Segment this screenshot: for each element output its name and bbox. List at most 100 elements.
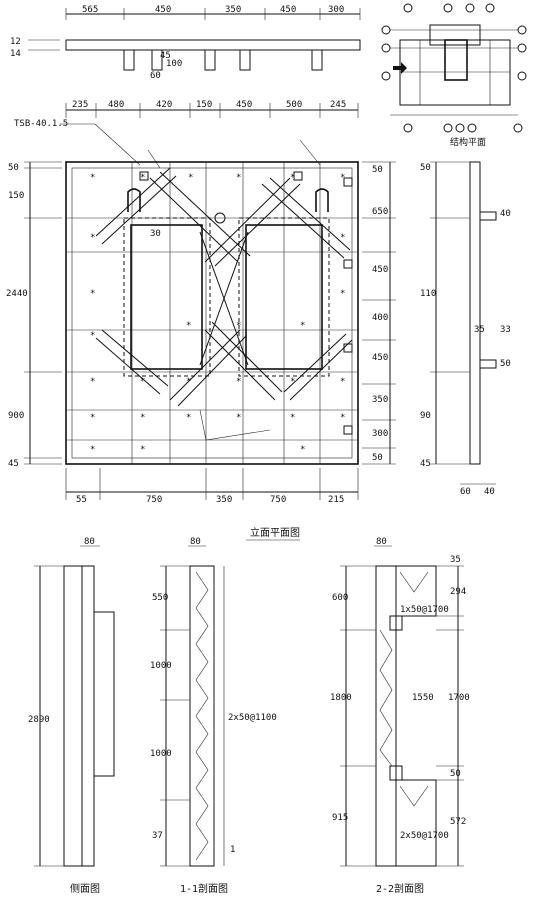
section-dim-7: 33 [500,325,511,335]
elevation-side: 2890 80 侧面图 [28,537,115,895]
plan-left-dim-5: 45 [8,459,19,469]
plan-left-dim-4: 900 [8,411,24,421]
svg-text:*: * [236,413,241,423]
strip-note-3: 60 [150,71,161,81]
elev2-right-dim-1: 35 [450,555,461,565]
section-dim-8: 50 [500,359,511,369]
section-dim-1: 50 [420,163,431,173]
svg-text:*: * [290,413,295,423]
elev2-right-dim-6: 572 [450,817,466,827]
svg-text:*: * [90,413,95,423]
strip-note-1: 45 [160,51,171,61]
plan-top-dim-3: 420 [156,100,172,110]
svg-text:*: * [140,173,145,183]
svg-text:*: * [90,289,95,299]
key-plan-label: 结构平面 [450,136,486,148]
strip-dim-1: 565 [82,5,98,15]
plan-top-dim-5: 450 [236,100,252,110]
plan-bottom-dim-5: 215 [328,495,344,505]
bolt-symbols [139,171,353,435]
section-dim-4: 45 [420,459,431,469]
svg-text:*: * [340,233,345,243]
plan-right-dim-8: 50 [372,453,383,463]
key-plan: 结构平面 [381,3,527,148]
plan-top-dim-7: 245 [330,100,346,110]
elev1-dim-3: 1000 [150,749,172,759]
plan-bottom-dim-2: 750 [146,495,162,505]
elevation-section-1: 550 1000 1000 37 2x50@1100 1 80 1-1剖面图 [150,537,277,895]
elev2-title: 2-2剖面图 [376,882,424,895]
section-dim-3: 90 [420,411,431,421]
strip-note-2: 100 [166,59,182,69]
elev1-title: 1-1剖面图 [180,882,228,895]
svg-text:*: * [340,289,345,299]
elev2-right-dim-2: 294 [450,587,466,597]
svg-text:*: * [186,377,191,387]
svg-text:*: * [300,445,305,455]
elev1-top-dim: 80 [190,537,201,547]
elev-side-height-dim: 2890 [28,715,50,725]
anchor-markers: *** *** ** ** **** *** *** *** *** *** [90,173,345,455]
plan-top-dim-1: 235 [72,100,88,110]
plan-left-dim-3: 2440 [6,289,28,299]
elev1-marker: 1 [230,845,235,855]
svg-text:*: * [290,377,295,387]
svg-text:*: * [236,377,241,387]
svg-text:*: * [186,321,191,331]
right-section: 50 110 90 45 40 35 33 50 60 40 [420,161,511,497]
elev2-note-2: 2x50@1700 [400,831,449,841]
elev1-note: 2x50@1100 [228,713,277,723]
strip-side-dim-2: 14 [10,49,21,59]
main-plan: 235 480 420 150 450 500 245 TSB-40.1.5 [6,100,396,541]
plan-top-dim-2: 480 [108,100,124,110]
svg-text:*: * [90,331,95,341]
svg-text:*: * [140,445,145,455]
svg-text:*: * [140,377,145,387]
plan-leader-tag: TSB-40.1.5 [14,119,68,129]
svg-text:*: * [90,377,95,387]
section-dim-9: 60 [460,487,471,497]
plan-bottom-dim-4: 750 [270,495,286,505]
strip-dim-5: 300 [328,5,344,15]
plan-bottom-dim-1: 55 [76,495,87,505]
plan-title: 立面平面图 [250,526,300,539]
strip-dim-3: 350 [225,5,241,15]
section-dim-5: 40 [500,209,511,219]
elev2-right-dim-3: 1700 [448,693,470,703]
elev-side-title: 侧面图 [70,882,100,895]
section-dim-6: 35 [474,325,485,335]
elevation-section-2: 600 1800 915 35 294 1700 1550 50 572 1x5… [330,537,470,895]
svg-text:*: * [236,321,241,331]
plan-right-dim-3: 450 [372,265,388,275]
elev2-dim-3: 915 [332,813,348,823]
section-dim-10: 40 [484,487,495,497]
elev1-dim-1: 550 [152,593,168,603]
svg-text:*: * [90,173,95,183]
strip-side-dim-1: 12 [10,37,21,47]
elev2-dim-1: 600 [332,593,348,603]
svg-text:*: * [300,321,305,331]
strip-dim-2: 450 [155,5,171,15]
elev2-right-dim-4: 1550 [412,693,434,703]
svg-text:*: * [186,413,191,423]
strip-dim-4: 450 [280,5,296,15]
elev1-dim-4: 37 [152,831,163,841]
plan-right-dim-5: 450 [372,353,388,363]
svg-text:*: * [236,173,241,183]
svg-text:*: * [340,377,345,387]
plan-top-dim-6: 500 [286,100,302,110]
plan-right-dim-4: 400 [372,313,388,323]
svg-text:*: * [340,413,345,423]
svg-text:*: * [140,413,145,423]
svg-text:*: * [90,233,95,243]
plan-left-dim-1: 50 [8,163,19,173]
svg-text:*: * [90,445,95,455]
plan-bottom-dim-3: 350 [216,495,232,505]
svg-text:*: * [290,173,295,183]
plan-right-dim-2: 650 [372,207,388,217]
elev1-dim-2: 1000 [150,661,172,671]
section-dim-2: 110 [420,289,436,299]
plan-right-dim-7: 300 [372,429,388,439]
elev2-right-dim-5: 50 [450,769,461,779]
